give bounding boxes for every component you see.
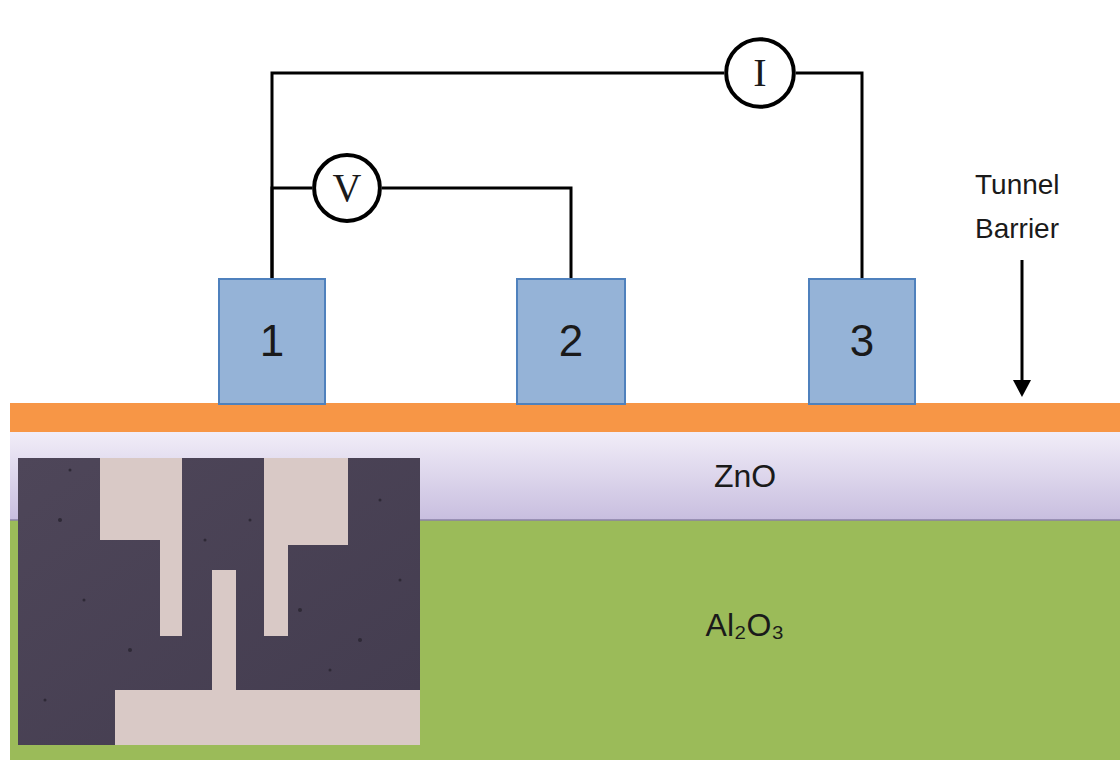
wire [382,188,571,278]
micrograph-pad [100,458,182,636]
zno-layer: ZnO [420,436,1070,516]
voltmeter: V [312,153,382,223]
micrograph-inset [18,458,420,745]
contact-number: 3 [850,316,874,367]
layer-name: Al₂O₃ [706,607,785,644]
contact-pad: 3 [808,278,916,405]
layer-name: ZnO [714,458,776,495]
meter-symbol: I [753,50,766,96]
tunnel-barrier-layer [10,403,1120,432]
wire [272,73,724,278]
micrograph-specks [44,469,402,702]
layer-label: Tunnel Barrier [975,163,1115,251]
pointer-arrow [1013,260,1031,397]
micrograph-pad [264,458,348,636]
contact-pad: 1 [218,278,326,405]
wire [272,188,312,278]
contact-pad: 2 [516,278,626,405]
wire [796,73,862,278]
meter-symbol: V [333,165,362,211]
contact-number: 1 [260,316,284,367]
micrograph-background [18,458,420,745]
meter-circle [314,155,380,221]
ammeter: I [724,37,796,109]
pointer-line [1021,260,1024,382]
contact-number: 2 [559,316,583,367]
meter-circle [726,39,794,107]
substrate-layer: Al₂O₃ [420,530,1070,720]
label-text: Tunnel Barrier [975,169,1060,244]
pointer-head [1013,380,1031,397]
micrograph-pad [115,570,420,745]
